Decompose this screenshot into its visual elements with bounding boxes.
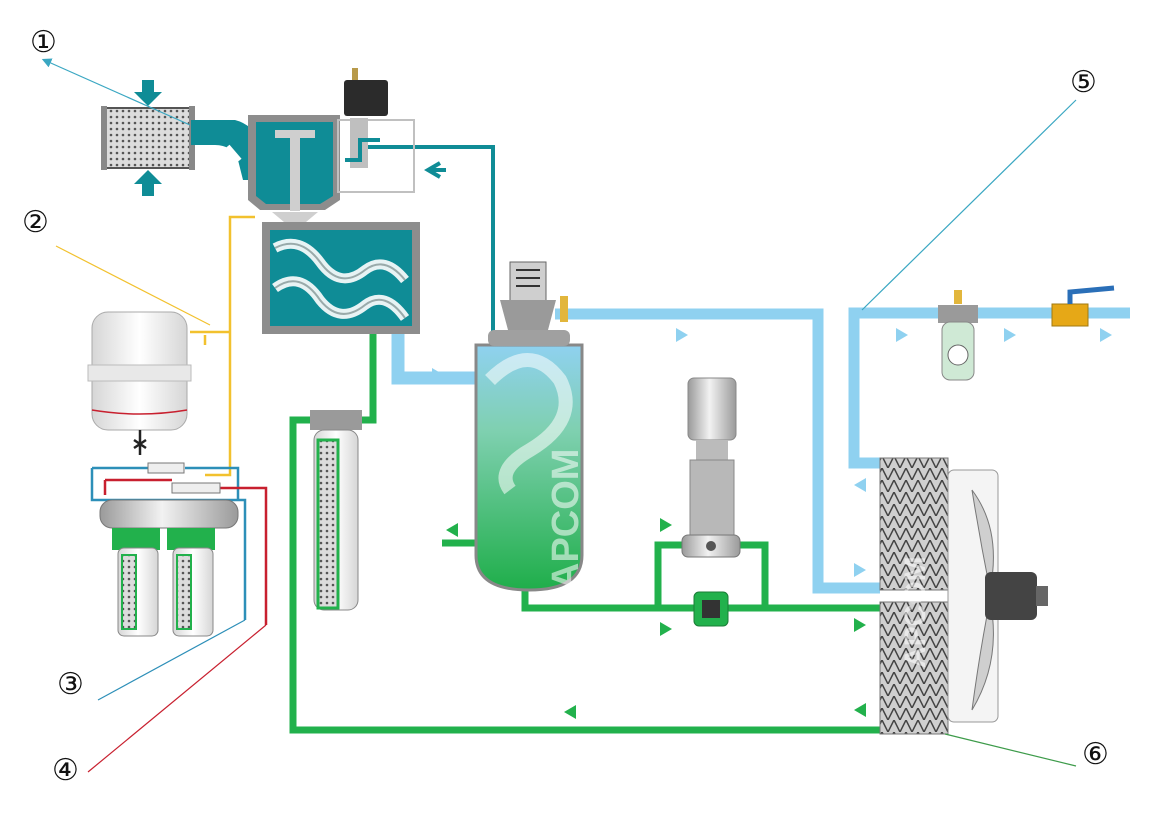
drive-motor (681, 377, 741, 558)
water-manifold (99, 462, 239, 529)
screw-compressor (262, 222, 420, 334)
callout-2: ② (22, 205, 49, 240)
control-pipe (360, 145, 495, 335)
watermark-tank: APCOM (545, 449, 587, 590)
air-flow-arrows (432, 328, 1112, 577)
yellow-line (190, 215, 255, 477)
oil-pipe-return (289, 330, 945, 734)
water-filter-1 (112, 528, 160, 637)
intake-flow-arrow (226, 144, 242, 162)
expansion-tank (87, 311, 192, 455)
after-cooler (879, 457, 949, 591)
watermark-cooler: APCOM (899, 556, 932, 668)
control-flow-arrow-icon (424, 161, 446, 179)
callout-leaders (41, 58, 1077, 773)
callout-4: ④ (52, 753, 79, 788)
oil-separator-tank (474, 330, 584, 592)
red-water-line (103, 478, 268, 625)
thermostatic-valve (693, 591, 729, 627)
oil-flow-arrows (446, 518, 866, 719)
ball-valve (1051, 285, 1115, 327)
air-pipe-outlet (848, 307, 1130, 469)
outlet-filter (938, 290, 978, 381)
air-pipe-to-cooler (555, 308, 880, 594)
callout-6: ⑥ (1082, 737, 1109, 772)
min-pressure-valve (500, 261, 568, 330)
solenoid-valve (337, 68, 415, 193)
oil-filter (310, 410, 362, 611)
air-pipe-to-separator (391, 325, 478, 385)
water-filter-2 (167, 528, 215, 637)
oil-cooler (879, 601, 949, 735)
callout-3: ③ (57, 667, 84, 702)
callout-1: ① (30, 25, 57, 60)
intake-arrow-icons (134, 80, 162, 196)
callout-5: ⑤ (1070, 65, 1097, 100)
intake-valve (248, 115, 340, 222)
cooling-fan (947, 469, 1048, 723)
intake-duct (191, 120, 265, 180)
intake-filter (101, 106, 195, 170)
